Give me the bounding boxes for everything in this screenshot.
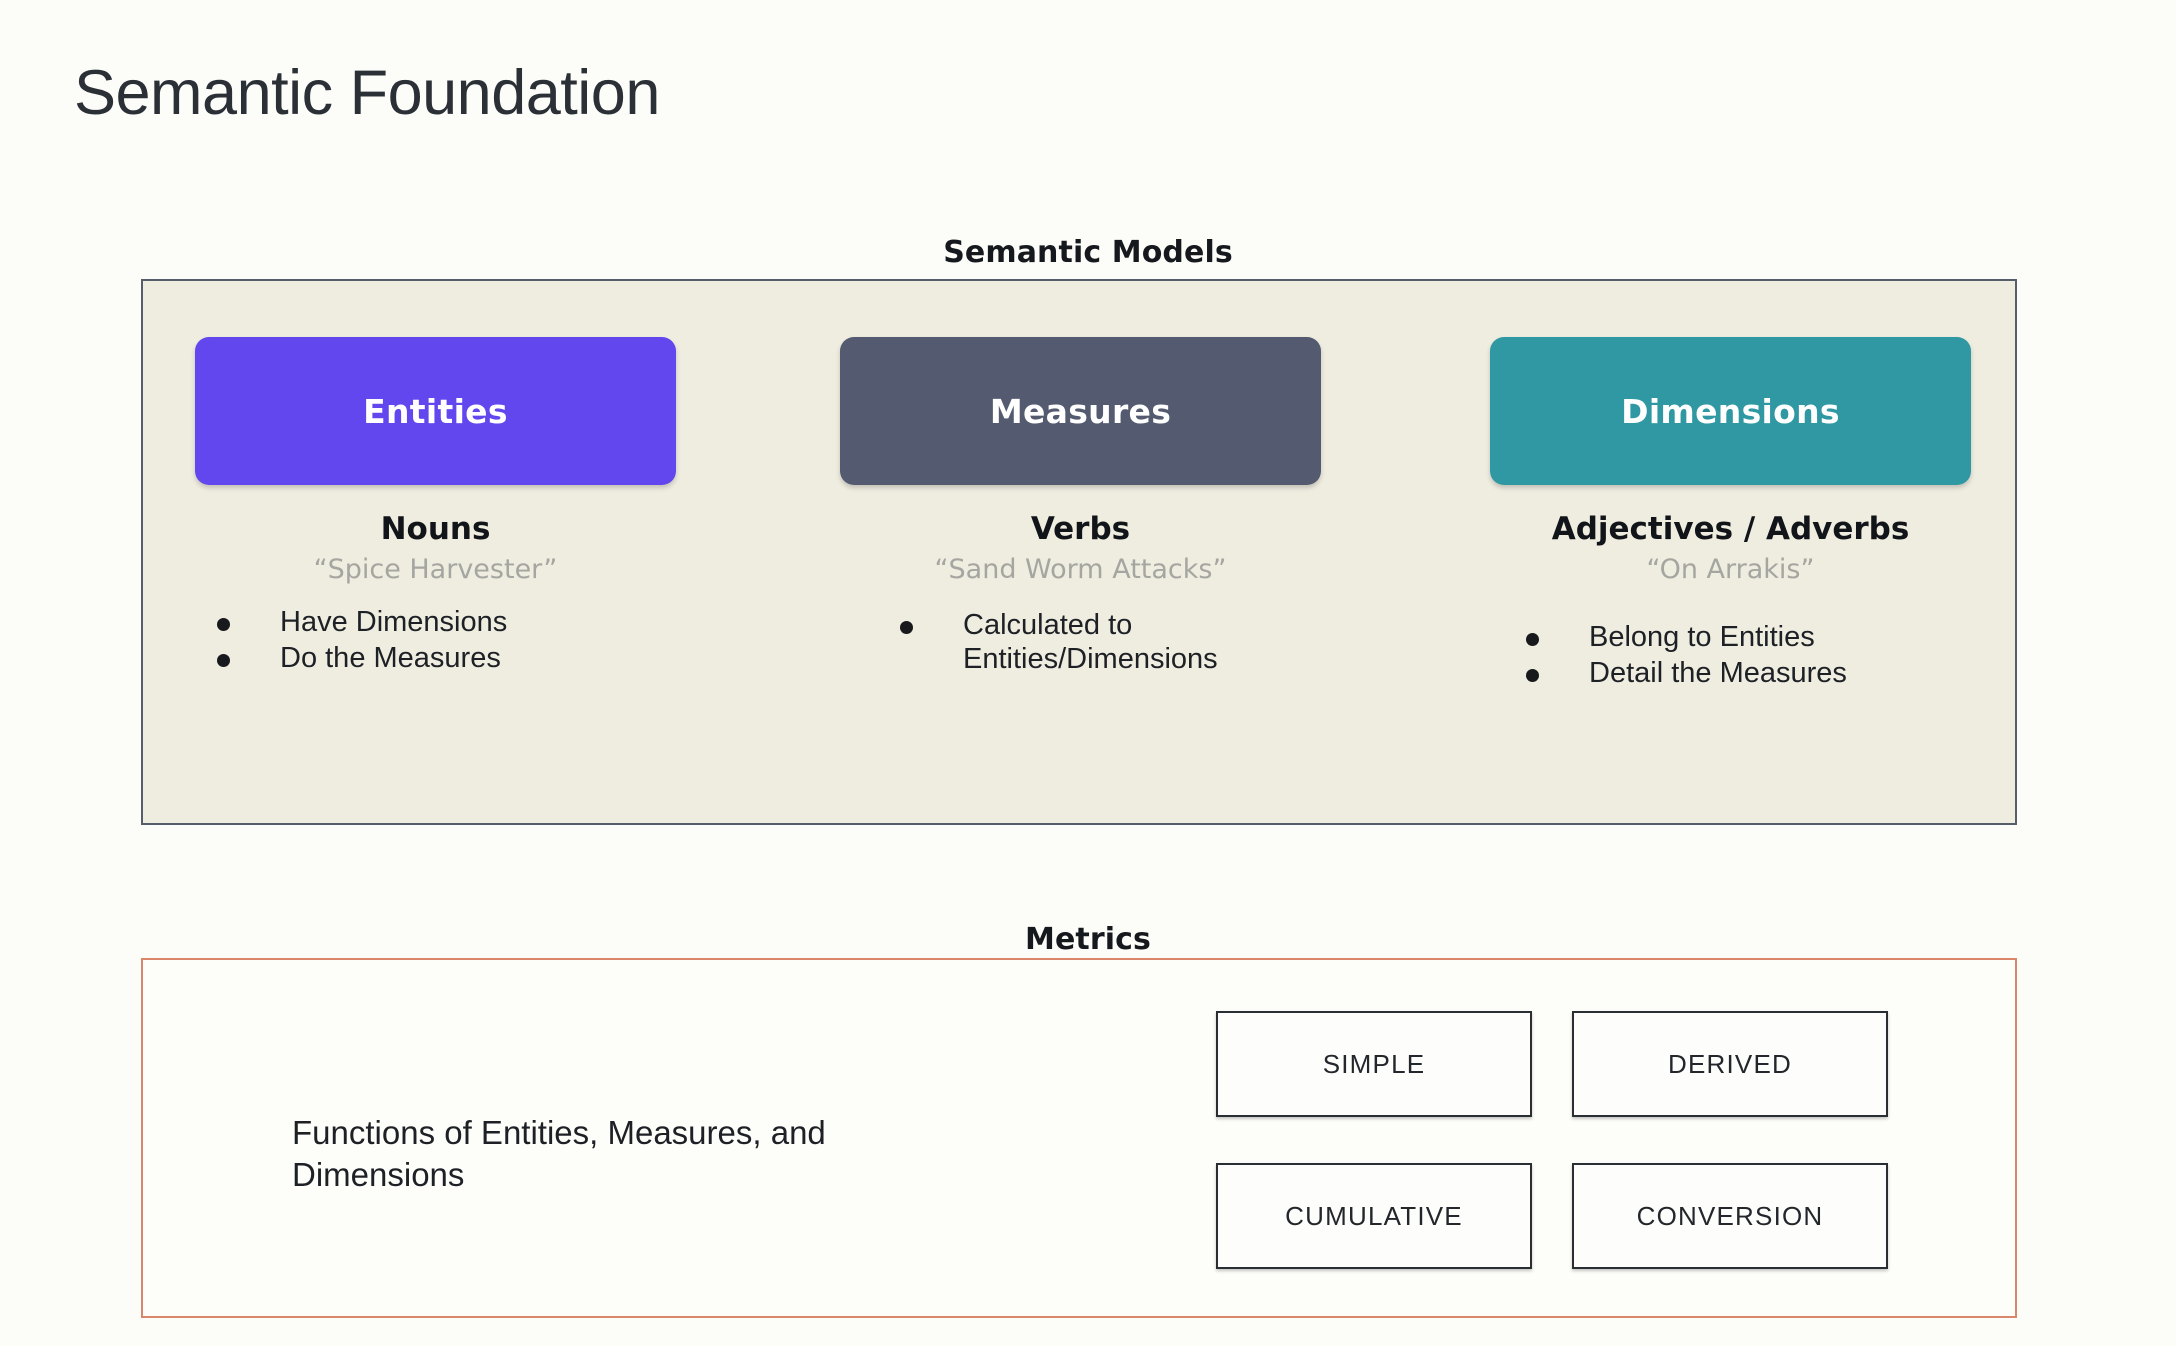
- metric-type-simple-label: SIMPLE: [1322, 1048, 1426, 1079]
- entities-chip-label: Entities: [363, 391, 508, 431]
- bullet-dot-icon: [1526, 633, 1539, 646]
- list-item-label: Do the Measures: [280, 641, 501, 674]
- metrics-panel: Functions of Entities, Measures, and Dim…: [141, 958, 2017, 1318]
- semantic-models-panel: Entities Nouns “Spice Harvester” Have Di…: [141, 279, 2017, 825]
- measures-example: “Sand Worm Attacks”: [934, 554, 1227, 585]
- dimensions-chip[interactable]: Dimensions: [1490, 337, 1971, 485]
- bullet-dot-icon: [900, 621, 913, 634]
- bullet-dot-icon: [217, 653, 230, 667]
- metric-type-simple[interactable]: SIMPLE: [1216, 1011, 1532, 1117]
- measures-bullet-list: Calculated to Entities/Dimensions: [900, 609, 1381, 678]
- metric-types-grid: SIMPLE DERIVED CUMULATIVE CONVERSION: [1216, 1011, 1888, 1269]
- metric-type-derived[interactable]: DERIVED: [1572, 1011, 1888, 1117]
- entities-part-of-speech: Nouns: [380, 511, 491, 547]
- list-item: Do the Measures: [217, 642, 698, 676]
- entities-example: “Spice Harvester”: [313, 554, 558, 585]
- semantic-model-column-dimensions: Dimensions Adjectives / Adverbs “On Arra…: [1490, 281, 1971, 823]
- dimensions-part-of-speech: Adjectives / Adverbs: [1551, 511, 1910, 547]
- bullet-dot-icon: [217, 618, 230, 631]
- metric-type-conversion[interactable]: CONVERSION: [1572, 1163, 1888, 1269]
- metric-type-conversion-label: CONVERSION: [1636, 1200, 1824, 1231]
- metrics-description: Functions of Entities, Measures, and Dim…: [292, 1114, 826, 1194]
- list-item: Have Dimensions: [217, 606, 698, 640]
- measures-chip[interactable]: Measures: [840, 337, 1321, 485]
- entities-bullet-list: Have Dimensions Do the Measures: [217, 606, 698, 677]
- semantic-models-caption: Semantic Models: [943, 235, 1233, 270]
- list-item-label: Detail the Measures: [1589, 656, 1847, 689]
- bullet-dot-icon: [1526, 668, 1539, 682]
- metric-type-derived-label: DERIVED: [1668, 1048, 1792, 1079]
- list-item-label: Have Dimensions: [280, 606, 508, 638]
- semantic-model-column-measures: Measures Verbs “Sand Worm Attacks” Calcu…: [840, 281, 1321, 823]
- dimensions-bullet-list: Belong to Entities Detail the Measures: [1526, 621, 2007, 692]
- measures-part-of-speech: Verbs: [1030, 511, 1131, 547]
- list-item-label: Belong to Entities: [1589, 621, 1815, 653]
- page-title: Semantic Foundation: [74, 58, 660, 128]
- list-item: Calculated to Entities/Dimensions: [900, 609, 1381, 676]
- semantic-model-column-entities: Entities Nouns “Spice Harvester” Have Di…: [195, 281, 676, 823]
- dimensions-chip-label: Dimensions: [1621, 391, 1840, 431]
- list-item: Belong to Entities: [1526, 621, 2007, 655]
- metrics-caption: Metrics: [1025, 922, 1151, 957]
- list-item-label: Calculated to Entities/Dimensions: [963, 609, 1218, 675]
- list-item: Detail the Measures: [1526, 657, 2007, 691]
- metric-type-cumulative[interactable]: CUMULATIVE: [1216, 1163, 1532, 1269]
- dimensions-example: “On Arrakis”: [1646, 554, 1815, 585]
- entities-chip[interactable]: Entities: [195, 337, 676, 485]
- measures-chip-label: Measures: [989, 391, 1172, 431]
- metric-type-cumulative-label: CUMULATIVE: [1285, 1200, 1463, 1231]
